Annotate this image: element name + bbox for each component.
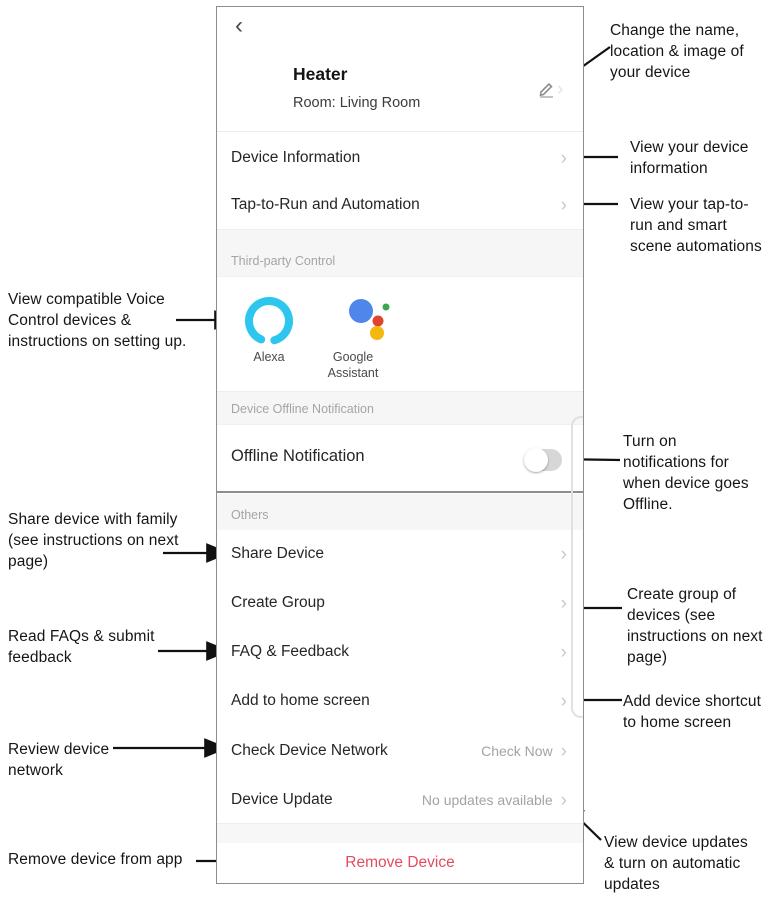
chevron-right-icon: ›	[560, 789, 567, 811]
annotation-share-device: Share device with family (see instructio…	[8, 511, 179, 570]
row-check-device-network[interactable]: Check Device Network Check Now ›	[217, 727, 583, 775]
alexa-label: Alexa	[253, 350, 285, 364]
row-share-device[interactable]: Share Device ›	[217, 530, 583, 578]
back-icon[interactable]: ‹	[235, 12, 243, 39]
annotation-review-network: Review device network	[8, 741, 110, 779]
panel-seam	[217, 491, 583, 493]
offline-notification-toggle[interactable]	[524, 448, 562, 472]
header-divider	[217, 131, 583, 132]
section-third-party: Third-party Control	[217, 229, 583, 277]
row-label: Device Update	[231, 791, 333, 808]
annotation-view-device-info: View your device information	[630, 139, 749, 177]
voice-services: Alexa Google Assistant	[217, 277, 583, 391]
section-label: Device Offline Notification	[231, 402, 374, 416]
row-label: Share Device	[231, 545, 325, 562]
toggle-knob	[524, 448, 548, 472]
row-device-information[interactable]: Device Information ›	[217, 134, 583, 182]
annotation-view-tap-to-run: View your tap-to- run and smart scene au…	[630, 196, 762, 255]
scroll-indicator[interactable]	[571, 416, 583, 718]
device-name: Heater	[293, 64, 348, 84]
row-value: No updates available	[421, 792, 553, 808]
row-label: Add to home screen	[231, 692, 370, 709]
chevron-right-icon: ›	[560, 592, 567, 614]
row-value: Check Now	[481, 743, 553, 759]
edit-chevron-icon: ›	[557, 79, 564, 100]
annotation-change-name: Change the name, location & image of you…	[610, 22, 744, 81]
annotation-voice-control: View compatible Voice Control devices & …	[8, 291, 187, 350]
chevron-right-icon: ›	[560, 740, 567, 762]
row-label: Check Device Network	[231, 742, 388, 759]
row-device-update[interactable]: Device Update No updates available ›	[217, 776, 583, 824]
chevron-right-icon: ›	[560, 543, 567, 565]
section-others: Others	[217, 494, 583, 531]
row-label: Device Information	[231, 149, 361, 166]
chevron-right-icon: ›	[560, 641, 567, 663]
remove-device-row: Remove Device	[217, 843, 583, 883]
annotation-offline-notifications: Turn on notifications for when device go…	[623, 433, 749, 513]
edit-pencil-icon[interactable]	[537, 79, 557, 99]
row-label: Offline Notification	[231, 446, 365, 465]
google-assistant-label: Google Assistant	[327, 350, 379, 380]
annotation-device-updates: View device updates & turn on automatic …	[604, 834, 748, 893]
row-offline-notification: Offline Notification	[217, 432, 583, 480]
row-faq-feedback[interactable]: FAQ & Feedback ›	[217, 628, 583, 676]
row-create-group[interactable]: Create Group ›	[217, 579, 583, 627]
section-gap	[217, 823, 583, 845]
section-label: Third-party Control	[231, 254, 336, 268]
section-offline-notification: Device Offline Notification	[217, 391, 583, 425]
section-label: Others	[231, 508, 269, 522]
row-add-to-home-screen[interactable]: Add to home screen ›	[217, 677, 583, 725]
annotation-create-group: Create group of devices (see instruction…	[627, 586, 763, 666]
chevron-right-icon: ›	[560, 194, 567, 216]
annotation-add-shortcut: Add device shortcut to home screen	[623, 693, 762, 731]
chevron-right-icon: ›	[560, 147, 567, 169]
google-assistant-icon[interactable]	[349, 295, 397, 343]
chevron-right-icon: ›	[560, 690, 567, 712]
row-label: Tap-to-Run and Automation	[231, 196, 420, 213]
phone-screen: ‹ Heater Room: Living Room › Device Info…	[216, 6, 584, 884]
row-label: FAQ & Feedback	[231, 643, 350, 660]
row-label: Create Group	[231, 594, 325, 611]
row-tap-to-run[interactable]: Tap-to-Run and Automation ›	[217, 181, 583, 229]
alexa-icon[interactable]	[244, 296, 294, 346]
annotation-remove-device: Remove device from app	[8, 851, 183, 868]
remove-device-button[interactable]: Remove Device	[345, 854, 455, 871]
device-room: Room: Living Room	[293, 95, 421, 111]
annotation-read-faqs: Read FAQs & submit feedback	[8, 628, 155, 666]
